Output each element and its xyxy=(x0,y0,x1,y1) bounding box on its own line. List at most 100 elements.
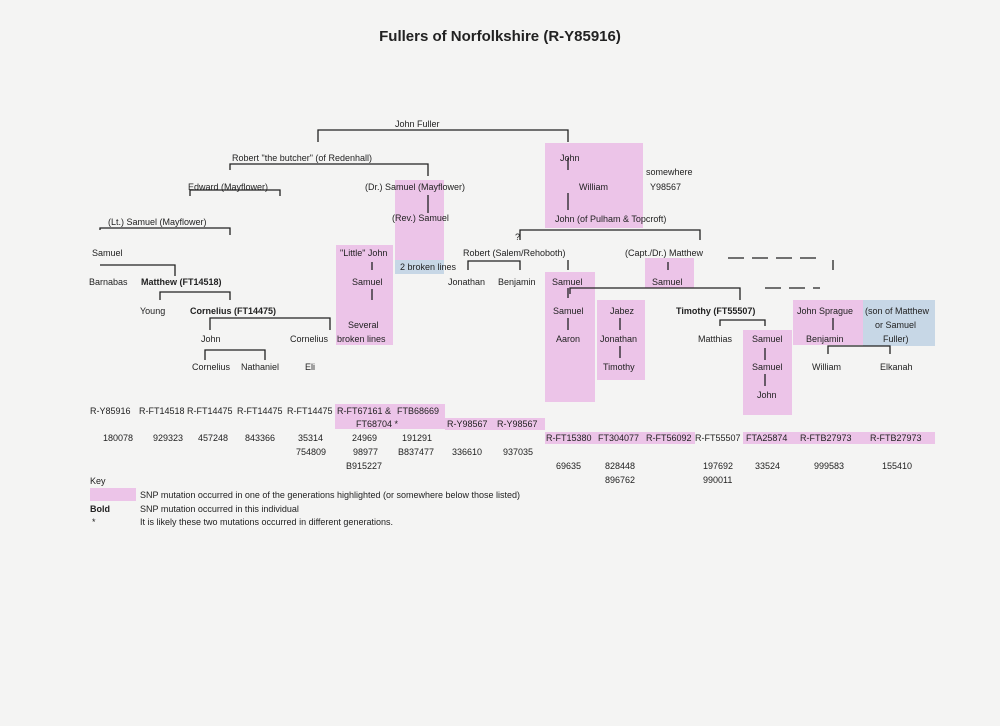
person-jabez: Jabez xyxy=(610,306,635,316)
kit-number: 937035 xyxy=(503,447,534,457)
snp-label: R-FT14518 xyxy=(139,406,185,416)
kit-number: 336610 xyxy=(452,447,483,457)
snp-label: FT304077 xyxy=(598,433,640,443)
highlight-capt-matthew xyxy=(645,258,694,288)
key-bold-label: Bold xyxy=(90,504,110,514)
kit-number: 98977 xyxy=(353,447,379,457)
person-barnabas: Barnabas xyxy=(89,277,128,287)
highlight-son-of xyxy=(863,300,935,346)
highlight-two-broken xyxy=(395,260,444,274)
person-jonathan-r: Jonathan xyxy=(448,277,486,287)
person-robert-salem: Robert (Salem/Rehoboth) xyxy=(463,248,566,258)
note-son-of-1: (son of Matthew xyxy=(865,306,930,316)
kit-number: 929323 xyxy=(153,433,184,443)
kit-number: 999583 xyxy=(814,461,845,471)
key-star-label: * xyxy=(92,517,96,527)
highlight-jabez xyxy=(597,300,645,380)
person-eli: Eli xyxy=(305,362,316,372)
person-samuel-lj: Samuel xyxy=(352,277,383,287)
note-son-of-2: or Samuel xyxy=(875,320,917,330)
kit-number: 35314 xyxy=(298,433,324,443)
person-samuel-t: Samuel xyxy=(752,334,783,344)
snp-label: FTB68669 xyxy=(397,406,440,416)
note-two-broken: 2 broken lines xyxy=(400,262,457,272)
snp-label: R-FT14475 xyxy=(187,406,233,416)
key-star-text: It is likely these two mutations occurre… xyxy=(140,517,393,527)
person-john-pulham: John (of Pulham & Topcroft) xyxy=(555,214,667,224)
person-samuel-l3: Samuel xyxy=(92,248,123,258)
snp-label: R-FTB27973 xyxy=(870,433,922,443)
person-timothy-ft: Timothy (FT55507) xyxy=(676,306,756,316)
question-mark: ? xyxy=(515,232,521,242)
person-young: Young xyxy=(140,306,166,316)
snp-label: R-FTB27973 xyxy=(800,433,852,443)
kit-number: 828448 xyxy=(605,461,636,471)
highlight-samuel-t xyxy=(743,330,792,415)
person-benjamin-r: Benjamin xyxy=(498,277,536,287)
kit-number: 457248 xyxy=(198,433,229,443)
person-elkanah: Elkanah xyxy=(880,362,913,372)
highlight-snp-y98567 xyxy=(445,418,545,430)
person-samuel-t2: Samuel xyxy=(752,362,783,372)
person-cornelius-ft: Cornelius (FT14475) xyxy=(190,306,277,316)
person-jonathan-j: Jonathan xyxy=(600,334,638,344)
snp-label: R-FT14475 xyxy=(237,406,283,416)
kit-number: 24969 xyxy=(352,433,378,443)
page-title: Fullers of Norfolkshire (R-Y85916) xyxy=(379,28,621,45)
person-robert-butcher: Robert "the butcher" (of Redenhall) xyxy=(232,153,372,163)
note-son-of-3: Fuller) xyxy=(883,334,909,344)
snp-label: FTA25874 xyxy=(746,433,788,443)
highlight-little-john xyxy=(336,245,393,345)
kit-number: 155410 xyxy=(882,461,913,471)
highlight-rev-samuel xyxy=(395,180,444,260)
key-pink-text: SNP mutation occurred in one of the gene… xyxy=(140,490,521,500)
person-cornelius-2: Cornelius xyxy=(290,334,329,344)
kit-number: 33524 xyxy=(755,461,781,471)
kit-number: 896762 xyxy=(605,475,636,485)
note-y98567: Y98567 xyxy=(650,182,682,192)
snp-label: R-FT56092 xyxy=(646,433,692,443)
person-lt-samuel: (Lt.) Samuel (Mayflower) xyxy=(108,217,207,227)
highlight-snp-row3b xyxy=(743,432,935,444)
snp-label: R-FT14475 xyxy=(287,406,333,416)
person-capt-matthew: (Capt./Dr.) Matthew xyxy=(625,248,704,258)
person-john-c: John xyxy=(201,334,221,344)
snp-label: FT68704 * xyxy=(356,419,399,429)
person-cornelius-3: Cornelius xyxy=(192,362,231,372)
person-samuel-r: Samuel xyxy=(552,277,583,287)
person-matthias: Matthias xyxy=(698,334,733,344)
person-william-s: William xyxy=(812,362,841,372)
person-nathaniel: Nathaniel xyxy=(241,362,280,372)
note-several: Several xyxy=(348,320,379,330)
kit-number: 754809 xyxy=(296,447,327,457)
kit-number: 180078 xyxy=(103,433,134,443)
person-rev-samuel: (Rev.) Samuel xyxy=(392,213,449,223)
person-dr-samuel: (Dr.) Samuel (Mayflower) xyxy=(365,182,466,192)
highlight-john-william xyxy=(545,143,643,228)
snp-label: R-FT55507 xyxy=(695,433,741,443)
person-william-top: William xyxy=(579,182,608,192)
note-broken-lines: broken lines xyxy=(337,334,386,344)
kit-number: 197692 xyxy=(703,461,734,471)
kit-number: B837477 xyxy=(398,447,435,457)
person-benjamin-s: Benjamin xyxy=(806,334,844,344)
kit-number: 69635 xyxy=(556,461,582,471)
snp-label: R-FT67161 & xyxy=(337,406,392,416)
highlight-snp-ft67161 xyxy=(335,404,445,429)
person-john-t: John xyxy=(757,390,777,400)
person-little-john: "Little" John xyxy=(340,248,388,258)
kit-number: B915227 xyxy=(346,461,383,471)
snp-label: R-Y85916 xyxy=(90,406,131,416)
person-aaron: Aaron xyxy=(556,334,581,344)
person-matthew-ft: Matthew (FT14518) xyxy=(141,277,222,287)
highlight-snp-row3 xyxy=(545,432,695,444)
person-timothy-j: Timothy xyxy=(603,362,635,372)
person-john-top: John xyxy=(560,153,580,163)
key-heading: Key xyxy=(90,476,106,486)
person-edward: Edward (Mayflower) xyxy=(188,182,269,192)
note-somewhere: somewhere xyxy=(646,167,693,177)
person-john-fuller: John Fuller xyxy=(395,119,440,129)
key-swatch xyxy=(90,488,136,501)
key-bold-text: SNP mutation occurred in this individual xyxy=(140,504,299,514)
